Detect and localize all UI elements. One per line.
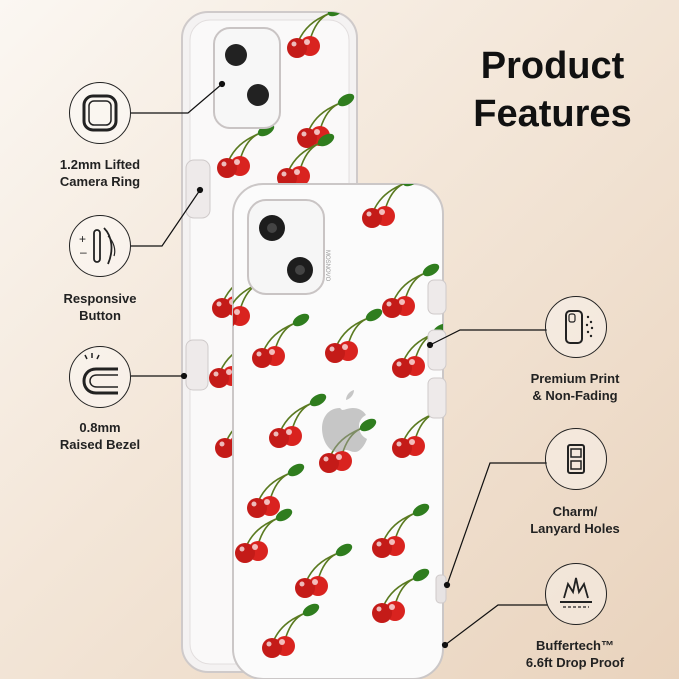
- button-press-icon: + –: [69, 215, 131, 277]
- raised-bezel-icon: [69, 346, 131, 408]
- brand-mark: MOSNOVO: [324, 250, 330, 282]
- shock-absorb-icon: [545, 563, 607, 625]
- front-phone-case: MOSNOVO: [232, 183, 447, 679]
- title-line-1: Product: [480, 45, 625, 87]
- feature-label-premium-print: Premium Print & Non-Fading: [530, 371, 620, 403]
- feature-label-raised-bezel: 0.8mm Raised Bezel: [59, 420, 141, 452]
- callout-lines: [131, 80, 547, 649]
- feature-label-lanyard-holes: Charm/ Lanyard Holes: [530, 504, 620, 536]
- feature-label-camera-ring: 1.2mm Lifted Camera Ring: [59, 157, 141, 189]
- svg-text:+: +: [79, 232, 86, 246]
- title-line-2: Features: [473, 93, 632, 135]
- apple-logo-icon: [322, 390, 367, 452]
- page-title: Product Features: [440, 42, 665, 138]
- lanyard-hole-icon: [545, 428, 607, 490]
- front-camera-ring: [247, 199, 325, 295]
- back-camera-ring: [213, 27, 281, 129]
- feature-label-responsive-button: Responsive Button: [63, 291, 137, 323]
- feature-label-buffertech: Buffertech™ 6.6ft Drop Proof: [525, 638, 625, 670]
- camera-ring-icon: [69, 82, 131, 144]
- print-spray-icon: [545, 296, 607, 358]
- svg-text:–: –: [80, 245, 87, 259]
